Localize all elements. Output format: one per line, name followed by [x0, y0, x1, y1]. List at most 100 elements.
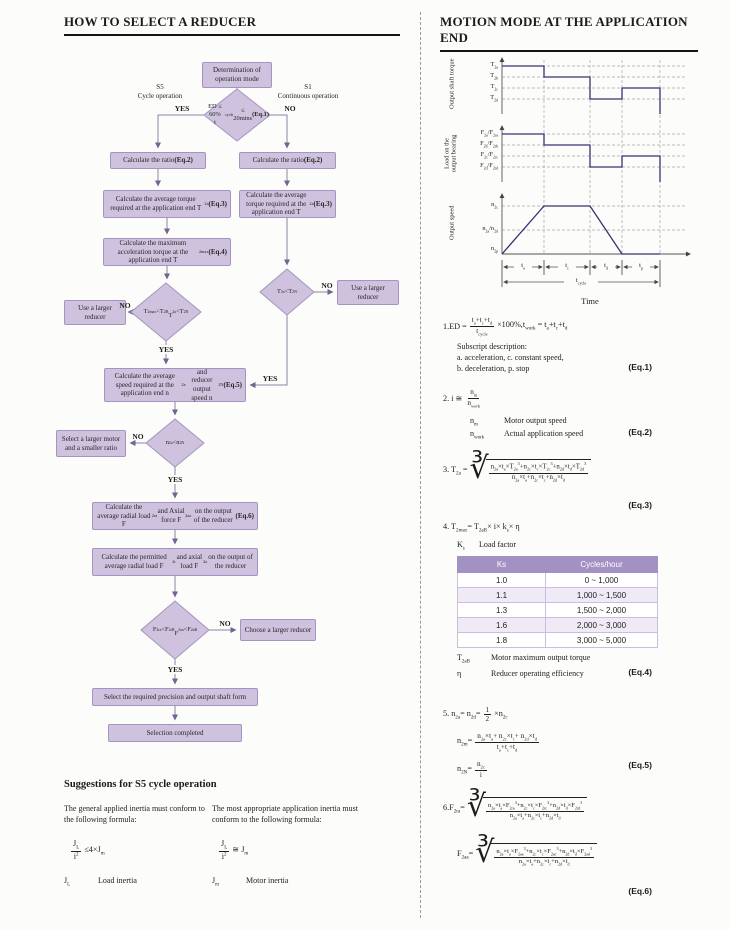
time-tick-tcycle: tcycle — [564, 277, 598, 286]
tick-n2c: n2c — [491, 201, 498, 210]
load-factor-table: Ks Cycles/hour 1.0 0 ~ 1,000 1.1 1,000 ~… — [457, 556, 658, 648]
motion-profile-chart — [499, 57, 691, 287]
right-section-title: MOTION MODE AT THE APPLICATION END — [440, 14, 698, 52]
branch-yes-torque-s1: YES — [256, 374, 284, 383]
branch-yes-load: YES — [161, 665, 189, 674]
eq6-den1: n2a×ta+n2c×tc+n2d×td — [509, 811, 561, 821]
eq6-num1: n2a×ta×F2ra3+n2c×tc×F2rc3+n2d×td×F2rd3 — [485, 799, 585, 812]
eq5-lead2: n2m= — [457, 736, 473, 748]
ks-value: 1.1 — [457, 587, 546, 603]
ks-value: 1.0 — [457, 572, 546, 588]
col1-note-label: Load inertia — [98, 876, 137, 885]
eq6-lead1: 6.F2ra= — [443, 802, 465, 815]
chart-waveforms — [501, 65, 661, 255]
branch-no-speed: NO — [132, 432, 144, 441]
col2-note-symbol: Jm — [212, 876, 219, 888]
table-row: 1.1 1,000 ~ 1,500 — [457, 587, 658, 603]
branch-yes-speed: YES — [161, 475, 189, 484]
eq6-den2: n2a×ta+n2c×tc+n2d×td — [518, 857, 570, 867]
eq6-lead2: F2aa= — [457, 848, 474, 861]
eq5-num3: n2c — [474, 760, 487, 771]
eq2-den: nwork — [467, 398, 481, 408]
cycles-value: 1,000 ~ 1,500 — [545, 587, 658, 603]
cycles-value: 0 ~ 1,000 — [545, 572, 658, 588]
eq6-num2: n2a×ta×F2aa3+n2c×tc×F2ac3+n2d×td×F2ad3 — [494, 845, 594, 858]
flow-node-permitted-load: Calculate the permitted average radial l… — [92, 548, 258, 576]
eq4-ks-note: Ks Load factor — [457, 540, 516, 552]
tick-n2p: n2p — [490, 245, 498, 254]
branch-no-ed: NO — [284, 104, 296, 113]
ylabel-output-shaft-torque: Output shaft torque — [448, 58, 456, 110]
eq1-tag: (Eq.1) — [628, 362, 652, 372]
branch-no-torque-s1: NO — [321, 281, 333, 290]
eq1-rest: ×100%,twork = ta+tc+td — [497, 320, 568, 332]
eq2-tag: (Eq.2) — [628, 427, 652, 437]
eq1-num: ta+tc+td — [469, 316, 495, 327]
speed-waveform — [501, 205, 660, 255]
suggestions-col1-note: JL Load inertia — [64, 876, 137, 888]
flow-node-calc-ratio-left: Calculate the ratio (Eq.2) — [110, 152, 206, 169]
eq1-den: tcycle — [476, 326, 488, 336]
col1-note-symbol: JL — [64, 876, 71, 888]
eq1-subscript-line2: b. deceleration, p. stop — [457, 364, 530, 373]
eq5-den3: i — [479, 770, 482, 779]
eq5-tag: (Eq.5) — [628, 760, 652, 770]
eq3-lead: 3. T2a = — [443, 464, 468, 477]
table-header-cycles: Cycles/hour — [545, 556, 658, 573]
cube-root-sign: ∛ — [466, 790, 486, 823]
eq4-note1: T2aB Motor maximum output torque — [457, 653, 590, 665]
eq6-line2: F2aa= ∛ n2a×ta×F2aa3+n2c×tc×F2ac3+n2d×td… — [457, 836, 597, 869]
eq4-formula: 4. T2max= T2aB× i× ks× η — [443, 522, 520, 534]
col1-frac-den: i2 — [73, 851, 79, 862]
eq4-tag: (Eq.4) — [628, 667, 652, 677]
eq3-den: n2a×ta+n2c×tc+n2d×td — [511, 473, 565, 483]
table-row: 1.8 3,000 ~ 5,000 — [457, 632, 658, 648]
col1-formula-rest: ≤4×Jm — [84, 844, 105, 857]
cube-root-sign: ∛ — [475, 836, 495, 869]
flow-node-precision: Select the required precision and output… — [92, 688, 258, 706]
eq5-den1: 2 — [485, 715, 490, 724]
ks-value: 1.6 — [457, 617, 546, 633]
flow-node-avg-speed: Calculate the average speed required at … — [104, 368, 246, 402]
branch-yes-ed: YES — [174, 104, 190, 113]
flow-node-completed: Selection completed — [108, 724, 242, 742]
eq1-subscript-title: Subscript description: — [457, 342, 527, 351]
suggestions-col2-note: Jm Motor inertia — [212, 876, 288, 888]
eq2-lead: 2. i ≅ — [443, 394, 463, 404]
flow-node-calc-ratio-right: Calculate the ratio(Eq.2) — [239, 152, 336, 169]
eq1-lead: 1.ED = — [443, 321, 467, 331]
ylabel-output-speed: Output speed — [448, 205, 456, 240]
suggestions-col1-text: The general applied inertia must conform… — [64, 804, 205, 825]
chart-axes — [499, 57, 691, 287]
eq4-note2-label: Reducer operating efficiency — [491, 669, 584, 678]
suggestions-col2-text: The most appropriate application inertia… — [212, 804, 358, 825]
flow-node-larger-motor: Select a larger motor and a smaller rati… — [56, 430, 126, 457]
col1-frac-num: JL — [71, 839, 82, 853]
time-tick-tp: tp — [632, 262, 650, 271]
eq4-note2: η Reducer operating efficiency — [457, 669, 584, 678]
ks-value: 1.3 — [457, 602, 546, 618]
eq4-note1-symbol: T2aB — [457, 653, 470, 665]
col2-note-label: Motor inertia — [246, 876, 289, 885]
eq5-lead3: n2N= — [457, 763, 472, 776]
eq6-tag: (Eq.6) — [628, 886, 652, 896]
